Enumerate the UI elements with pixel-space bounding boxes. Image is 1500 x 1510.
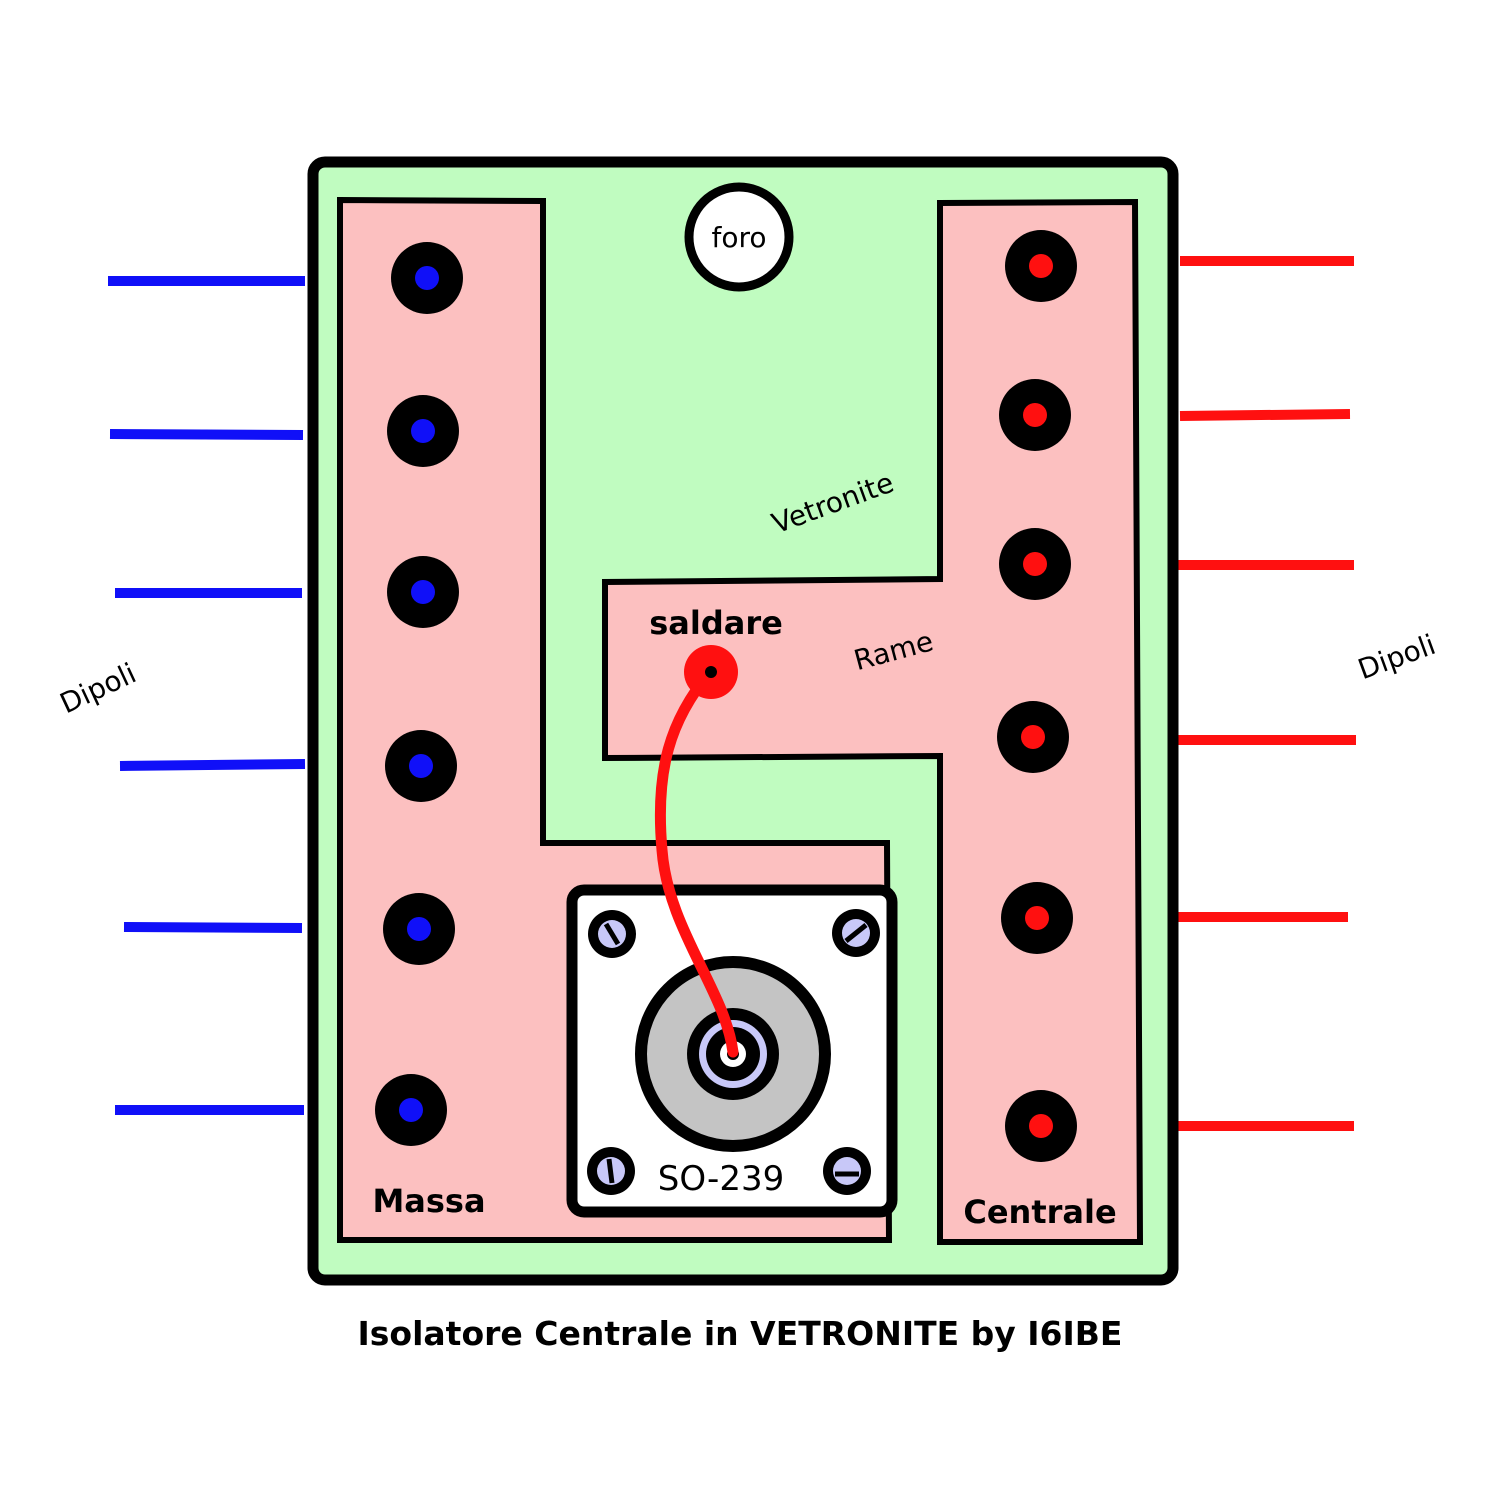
solder-point (684, 645, 738, 699)
diagram-caption: Isolatore Centrale in VETRONITE by I6IBE (358, 1314, 1123, 1353)
center-hole (1005, 1090, 1077, 1162)
screw-icon (832, 909, 880, 957)
center-hole (1001, 882, 1073, 954)
ground-hole (383, 893, 455, 965)
hole-label: foro (711, 221, 766, 254)
left-wire (123, 922, 303, 933)
solder-label: saldare (649, 604, 783, 642)
center-hole (997, 701, 1069, 773)
center-holes (997, 230, 1077, 1162)
dipoles-right-label: Dipoli (1354, 628, 1440, 686)
ground-hole (385, 730, 457, 802)
ground-hole (375, 1074, 447, 1146)
dipoles-left-label: Dipoli (55, 657, 141, 721)
screw-icon (823, 1147, 871, 1195)
ground-label: Massa (372, 1182, 485, 1220)
screw-icon (587, 1147, 635, 1195)
right-wire (1179, 409, 1351, 421)
screw-icon (588, 910, 636, 958)
right-dipole-wires (1178, 256, 1356, 1131)
ground-hole (387, 395, 459, 467)
center-wire (654, 666, 739, 1058)
ground-hole (391, 242, 463, 314)
center-hole (999, 379, 1071, 451)
center-hole (1005, 230, 1077, 302)
connector-label: SO-239 (658, 1159, 784, 1199)
mounting-hole (684, 182, 794, 292)
ground-holes (375, 242, 463, 1146)
left-wire (109, 429, 304, 440)
left-wire (119, 759, 306, 771)
left-dipole-wires (108, 276, 306, 1115)
center-label: Centrale (963, 1193, 1116, 1231)
center-hole (999, 528, 1071, 600)
center-copper-area (602, 198, 1144, 1245)
ground-hole (387, 556, 459, 628)
